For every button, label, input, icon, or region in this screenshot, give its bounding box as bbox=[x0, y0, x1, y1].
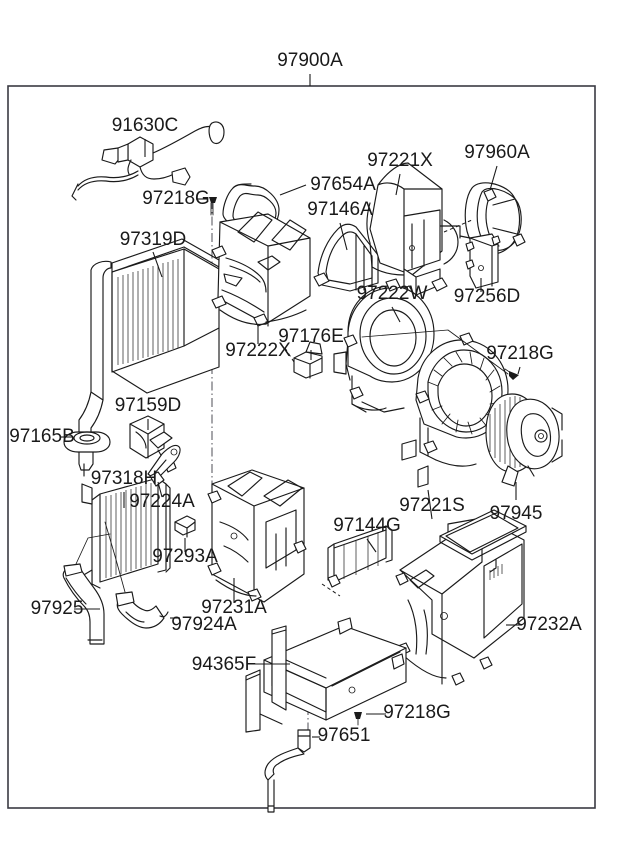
label-97945: 97945 bbox=[490, 503, 543, 524]
leader-97654A bbox=[279, 184, 307, 196]
label-94365F: 94365F bbox=[192, 654, 256, 675]
label-97256D: 97256D bbox=[454, 286, 521, 307]
part-94365F-drain-tray bbox=[245, 617, 407, 733]
assembly-guide-97176E bbox=[284, 347, 295, 363]
part-97224A-lever-arm bbox=[147, 444, 181, 487]
label-97654A: 97654A bbox=[310, 174, 376, 195]
part-97218G-screw-upper bbox=[209, 197, 217, 216]
part-97924A-outlet-hose bbox=[115, 591, 169, 629]
part-97221S-blower-case-lower bbox=[401, 332, 509, 488]
leader-97222W bbox=[391, 306, 401, 323]
label-97222X: 97222X bbox=[225, 340, 291, 361]
part-97176E-bracket-clip bbox=[293, 341, 323, 379]
part-97293A-clip-retainer bbox=[174, 515, 196, 538]
label-97218G-upper: 97218G bbox=[142, 188, 210, 209]
assembly-guide-97925 bbox=[75, 533, 111, 565]
label-97221X: 97221X bbox=[367, 150, 433, 171]
part-97231A-heater-case-left bbox=[207, 469, 307, 603]
leader-97146A bbox=[339, 222, 348, 251]
leader-97221S bbox=[427, 489, 433, 520]
label-97960A: 97960A bbox=[464, 142, 530, 163]
part-97319D-evaporator-core bbox=[78, 238, 220, 477]
label-97221S: 97221S bbox=[399, 495, 465, 516]
label-97176E: 97176E bbox=[278, 326, 344, 347]
label-97218G-right: 97218G bbox=[486, 343, 554, 364]
part-97146A-air-duct bbox=[313, 223, 379, 293]
label-97159D: 97159D bbox=[115, 395, 182, 416]
label-97146A: 97146A bbox=[307, 199, 373, 220]
diagram-frame bbox=[7, 85, 596, 809]
part-97222W-blower-scroll-case bbox=[333, 278, 435, 413]
part-97218G-screw-right bbox=[504, 368, 519, 380]
label-97925: 97925 bbox=[31, 598, 84, 619]
label-97900A: 97900A bbox=[277, 50, 343, 71]
part-91630C-wiring-harness bbox=[71, 121, 225, 201]
part-97165B-grommet-seal bbox=[63, 431, 111, 453]
part-97221X-blower-case-upper bbox=[366, 162, 459, 300]
part-97218G-screw-bottom bbox=[354, 712, 362, 726]
label-97218G-bottom: 97218G bbox=[383, 702, 451, 723]
leader-97221X bbox=[395, 173, 401, 196]
connector-97256D bbox=[439, 225, 461, 239]
part-97945-blower-motor-fan bbox=[485, 393, 563, 487]
label-97231A: 97231A bbox=[201, 597, 267, 618]
label-layer: 97900A 91630C 97218G 97319D 97654A 97146… bbox=[9, 50, 582, 746]
leader-97218G-right bbox=[517, 366, 521, 375]
part-97144G-air-filter-element bbox=[327, 525, 393, 588]
label-97319D: 97319D bbox=[120, 229, 187, 250]
leader-97960A bbox=[489, 165, 498, 191]
part-97221S-seal-frame bbox=[439, 509, 527, 561]
label-97293A: 97293A bbox=[152, 546, 218, 567]
label-91630C: 91630C bbox=[112, 115, 179, 136]
part-97222X-heater-case-duct bbox=[211, 211, 311, 327]
part-97651-drain-hose bbox=[264, 729, 311, 813]
assembly-guide-97924A bbox=[104, 521, 126, 593]
leader-97144G bbox=[366, 538, 377, 553]
label-97651: 97651 bbox=[318, 725, 371, 746]
label-97924A: 97924A bbox=[171, 614, 237, 635]
label-97232A: 97232A bbox=[516, 614, 582, 635]
label-97318H: 97318H bbox=[91, 468, 158, 489]
part-97925-inlet-hose bbox=[62, 563, 105, 645]
label-97144G: 97144G bbox=[333, 515, 401, 536]
leader-97319D bbox=[152, 251, 163, 278]
part-97256D-intake-actuator bbox=[459, 233, 501, 289]
label-97224A: 97224A bbox=[129, 491, 195, 512]
label-97165B: 97165B bbox=[9, 426, 75, 447]
label-97222W: 97222W bbox=[357, 283, 428, 304]
leader-97224A bbox=[157, 481, 163, 498]
assembly-guide-97218G-right bbox=[361, 329, 509, 375]
